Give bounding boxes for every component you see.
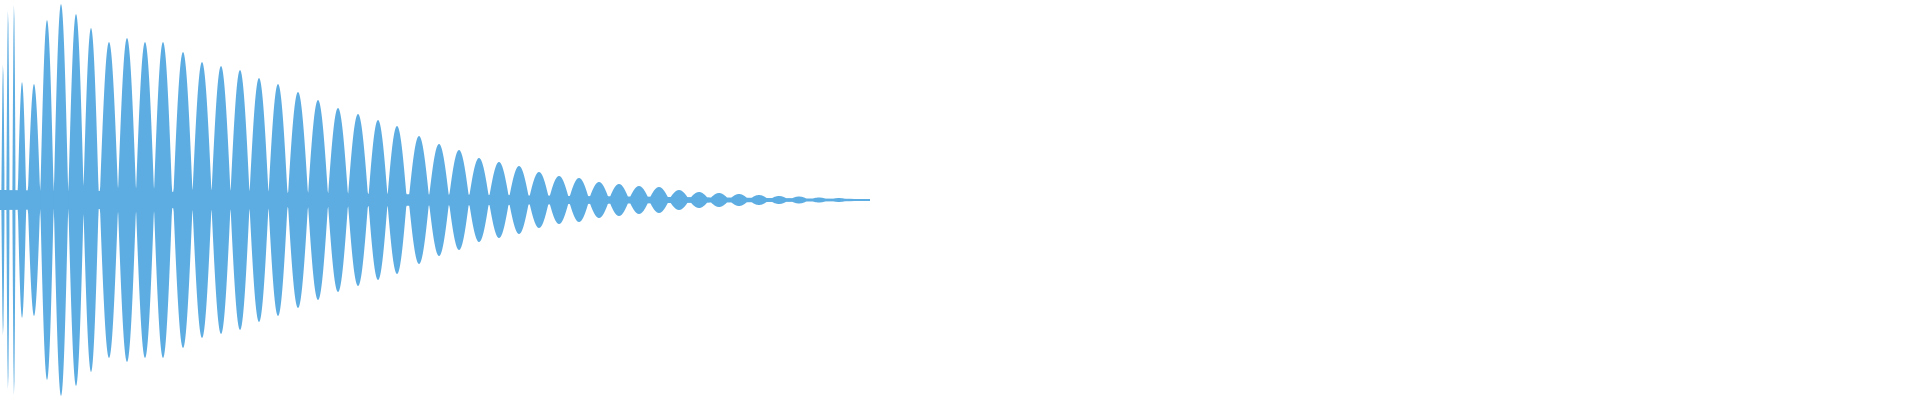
waveform-lobe <box>99 42 119 358</box>
waveform-lobe <box>249 78 269 322</box>
waveform-lobe <box>828 198 850 202</box>
waveform-lobe <box>668 190 690 210</box>
waveform-lobe <box>548 176 570 224</box>
waveform-lobe <box>648 187 670 213</box>
waveform-lobe <box>788 196 810 204</box>
waveform-lobe <box>12 4 16 396</box>
waveform-lobe <box>68 14 84 386</box>
waveform-lobe <box>230 70 250 330</box>
waveform-lobe <box>728 194 750 206</box>
waveform-lobe <box>488 162 510 238</box>
waveform-lobe <box>1 64 5 336</box>
waveform-lobe <box>268 84 288 316</box>
waveform-lobe <box>588 182 610 218</box>
waveform-lobe <box>568 178 590 222</box>
waveform-lobe <box>387 126 407 274</box>
waveform-lobe <box>608 184 630 216</box>
waveform-lobe <box>192 62 212 338</box>
waveform-lobe <box>287 92 309 308</box>
waveform-lobe <box>53 4 69 396</box>
waveform-lobe <box>468 158 490 242</box>
waveform-lobe <box>408 136 430 264</box>
waveform-lobes <box>0 4 870 396</box>
waveform-lobe <box>40 20 54 380</box>
waveform-lobe <box>307 100 329 300</box>
waveform-lobe <box>135 42 155 358</box>
waveform-lobe <box>83 28 99 372</box>
waveform-lobe <box>173 52 193 348</box>
waveform-lobe <box>428 144 450 256</box>
waveform-lobe <box>6 10 10 390</box>
waveform-lobe <box>368 120 388 280</box>
waveform-lobe <box>27 84 41 316</box>
waveform-lobe <box>528 172 550 228</box>
waveform-lobe <box>347 114 369 286</box>
waveform-lobe <box>688 192 710 208</box>
waveform-lobe <box>153 42 173 358</box>
waveform-lobe <box>211 66 231 334</box>
waveform-lobe <box>628 186 650 214</box>
waveform-lobe <box>17 82 27 318</box>
waveform-lobe <box>117 38 137 362</box>
waveform-lobe <box>448 150 470 250</box>
waveform-lobe <box>768 196 790 204</box>
waveform-lobe <box>848 198 870 202</box>
waveform-lobe <box>508 166 530 234</box>
waveform-lobe <box>327 108 349 292</box>
waveform-lobe <box>748 195 770 205</box>
waveform-lobe <box>808 197 830 203</box>
waveform-lobe <box>708 193 730 207</box>
